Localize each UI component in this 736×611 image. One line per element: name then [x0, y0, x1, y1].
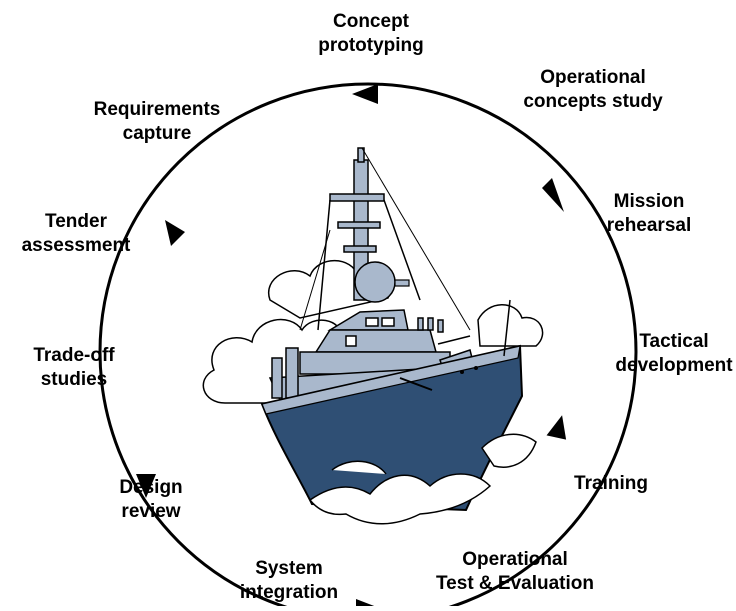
stage-label-line: rehearsal	[606, 215, 692, 236]
stage-label-line: Mission	[613, 191, 685, 212]
stage-operational-concepts-study: Operational concepts study	[503, 66, 683, 114]
stage-tender-assessment: Tender assessment	[8, 210, 144, 258]
stage-training: Training	[546, 472, 676, 496]
stage-label-line: Operational	[462, 549, 568, 570]
stage-trade-off-studies: Trade-off studies	[14, 344, 134, 392]
stage-label-line: Training	[574, 473, 648, 494]
stage-label-line: integration	[239, 582, 339, 603]
stage-label-line: development	[615, 355, 733, 376]
stage-label-line: Concept	[333, 11, 409, 32]
stage-label-line: studies	[40, 369, 108, 390]
stage-label-line: capture	[122, 123, 192, 144]
stage-label-line: Design	[119, 477, 183, 498]
stage-label-line: review	[121, 501, 181, 522]
stage-requirements-capture: Requirements capture	[72, 98, 242, 146]
bow-wave	[308, 433, 537, 525]
stage-label-line: Operational	[540, 67, 646, 88]
ship-illustration-icon	[202, 147, 544, 525]
stage-system-integration: System integration	[224, 557, 354, 605]
stage-label-line: assessment	[21, 235, 131, 256]
radar-dome	[354, 261, 396, 303]
stage-label-line: Trade-off	[33, 345, 115, 366]
stage-label-line: prototyping	[318, 35, 424, 56]
ship-hull	[260, 344, 524, 512]
stage-design-review: Design review	[96, 476, 206, 524]
stage-label-line: Requirements	[93, 99, 221, 120]
stage-label-line: Tender	[45, 211, 107, 232]
stage-operational-test-evaluation: Operational Test & Evaluation	[415, 548, 615, 596]
stage-label-line: System	[255, 558, 323, 579]
arrow-left	[165, 220, 185, 246]
stage-mission-rehearsal: Mission rehearsal	[584, 190, 714, 238]
stage-label-line: Test & Evaluation	[435, 573, 594, 594]
stage-label-line: Tactical	[639, 331, 709, 352]
arrow-lower-left	[136, 474, 156, 498]
arrow-top	[352, 84, 378, 104]
stage-concept-prototyping: Concept prototyping	[296, 10, 446, 58]
stage-label-line: concepts study	[523, 91, 663, 112]
stage-tactical-development: Tactical development	[612, 330, 736, 378]
arrow-upper-right	[542, 178, 564, 212]
arrow-right	[546, 415, 567, 440]
cycle-ring	[98, 82, 638, 611]
arrow-bottom	[356, 599, 382, 611]
